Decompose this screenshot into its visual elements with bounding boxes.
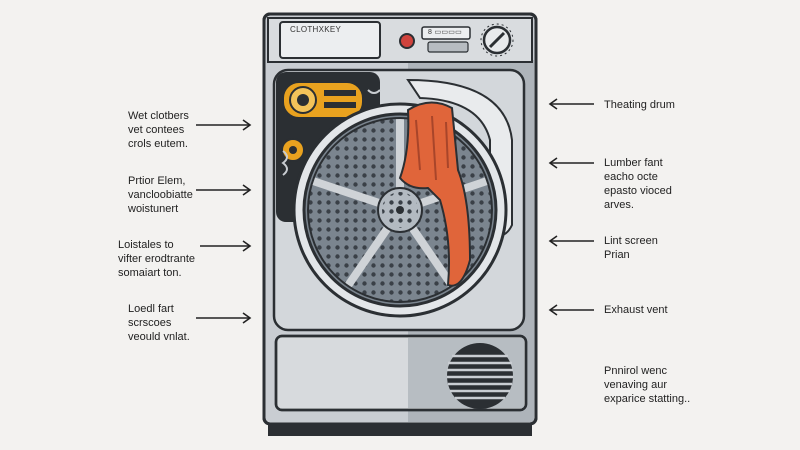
label-heater: Prtior Elem, vancloobiatte woistunert bbox=[128, 175, 193, 215]
label-heating-drum: Theating drum bbox=[604, 99, 675, 111]
exhaust-vent-grille bbox=[447, 343, 513, 409]
wet-towel bbox=[398, 101, 472, 287]
label-lint-screen: Lint screen Prian bbox=[604, 235, 658, 261]
left-arrows bbox=[196, 119, 252, 324]
heating-element bbox=[281, 81, 381, 176]
label-lumber-fant: Lumber fant eacho octe epasto vioced arv… bbox=[604, 157, 672, 211]
label-wet-clothes: Wet clotbers vet contees crols eutem. bbox=[128, 110, 189, 150]
label-control-note: Pnnirol wenc venaving aur exparice statt… bbox=[604, 365, 691, 405]
right-arrows bbox=[548, 98, 594, 316]
brand-label: CLOTHXKEY bbox=[290, 25, 342, 34]
label-exhaust-vent: Exhaust vent bbox=[604, 304, 668, 316]
label-drum-rotation: Loistales to vifter erodtrante somaiart … bbox=[118, 239, 196, 279]
cycle-knob[interactable] bbox=[480, 23, 514, 57]
drum bbox=[292, 102, 508, 318]
label-fan: Loedl fart scrscoes veould vnlat. bbox=[128, 303, 190, 343]
control-panel bbox=[267, 17, 533, 63]
power-button[interactable] bbox=[399, 33, 415, 49]
display-readout: 8 ▭▭▭▭ bbox=[428, 29, 463, 36]
